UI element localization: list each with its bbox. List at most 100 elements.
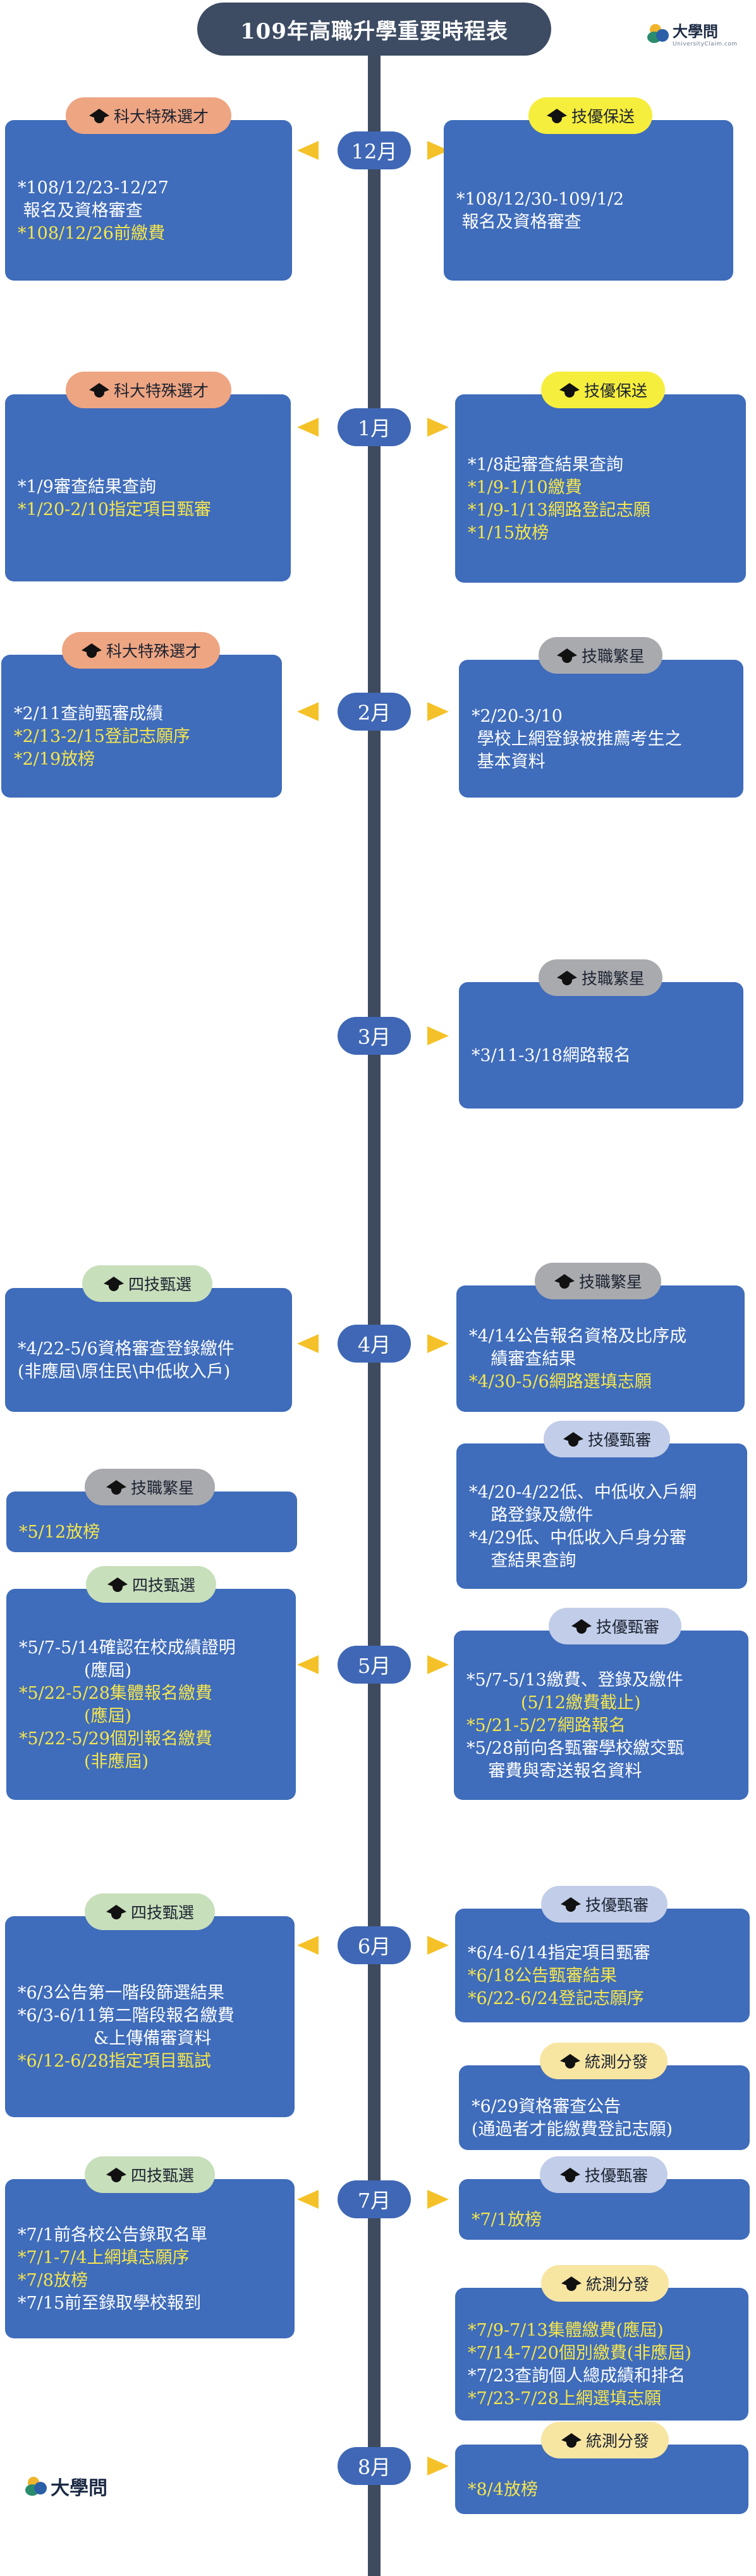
schedule-line: *1/8起審查結果查詢 [468, 455, 623, 475]
schedule-line: *2/19放榜 [14, 750, 95, 769]
graduation-cap-icon [81, 642, 102, 659]
schedule-line: *108/12/26前繳費 [18, 224, 165, 243]
program-tag-label: 技職繁星 [130, 1479, 194, 1497]
schedule-card: *4/20-4/22低、中低收入戶網 路登錄及繳件*4/29低、中低收入戶身分審… [456, 1443, 747, 1589]
card-lines: *2/20-3/10 學校上網登錄被推薦考生之 基本資料 [472, 705, 735, 774]
program-tag-label: 四技甄選 [128, 1275, 192, 1294]
program-tag-label: 科大特殊選才 [113, 107, 209, 126]
schedule-card: *4/22-5/6資格審查登錄繳件 (非應屆\原住民\中低收入戶) [5, 1288, 292, 1412]
graduation-cap-icon [554, 1273, 575, 1289]
card-lines: *2/11查詢甄審成績*2/13-2/15登記志願序*2/19放榜 [14, 703, 273, 771]
card-lines: *6/29資格審查公告 (通過者才能繳費登記志願) [472, 2096, 741, 2141]
schedule-line: *1/9審查結果查詢 [18, 477, 156, 497]
arrow-left-icon [297, 1655, 319, 1674]
graduation-cap-icon [106, 1479, 127, 1495]
schedule-line: 查結果查詢 [469, 1551, 576, 1571]
month-marker: 2月 [338, 693, 411, 731]
schedule-line: *1/9-1/10繳費 [468, 478, 582, 497]
arrow-left-icon [297, 418, 319, 437]
schedule-card: *1/8起審查結果查詢 *1/9-1/10繳費 *1/9-1/13網路登記志願 *1/… [455, 394, 746, 583]
schedule-line: (應屆) [19, 1706, 132, 1726]
schedule-line: *6/29資格審查公告 [472, 2097, 621, 2117]
graduation-cap-icon [106, 1904, 127, 1920]
schedule-card: *108/12/23-12/27 報名及資格審查*108/12/26前繳費 [5, 120, 292, 281]
arrow-right-icon [427, 702, 449, 721]
schedule-line: *5/7-5/14確認在校成績證明 [19, 1638, 236, 1658]
schedule-line: *4/29低、中低收入戶身分審 [469, 1528, 687, 1548]
program-tag: 統測分發 [540, 2043, 668, 2079]
schedule-card: *7/1前各校公告錄取名單*7/1-7/4上網填志願序*7/8放榜*7/15前至… [5, 2179, 295, 2338]
schedule-line: *4/30-5/6網路選填志願 [469, 1372, 652, 1392]
schedule-line: *8/4放榜 [468, 2480, 538, 2500]
schedule-card: *4/14公告報名資格及比序成 績審查結果*4/30-5/6網路選填志願 [456, 1285, 745, 1412]
program-tag-label: 四技甄選 [130, 2166, 194, 2185]
program-tag: 統測分發 [541, 2422, 669, 2458]
schedule-line: *7/14-7/20個別繳費(非應屆) [468, 2343, 692, 2363]
logo-subtitle: UniversityClaim.com [673, 41, 738, 47]
schedule-line: *7/15前至錄取學校報到 [18, 2293, 202, 2313]
program-tag-label: 四技甄選 [131, 1576, 195, 1595]
schedule-line: 報名及資格審查 [18, 201, 143, 221]
schedule-line: 績審查結果 [469, 1349, 576, 1369]
program-tag-label: 技優保送 [583, 382, 647, 400]
month-marker: 4月 [338, 1325, 411, 1363]
arrow-right-icon [427, 1936, 449, 1955]
schedule-line: (非應屆\原住民\中低收入戶) [18, 1362, 231, 1382]
card-lines: *7/1放榜 [472, 2209, 741, 2232]
program-tag-label: 科大特殊選才 [113, 382, 209, 400]
schedule-line: *108/12/30-109/1/2 [456, 190, 625, 209]
graduation-cap-icon [561, 2275, 582, 2292]
schedule-line: 審費與寄送報名資料 [466, 1761, 642, 1781]
arrow-left-icon [297, 141, 319, 160]
card-lines: *5/7-5/14確認在校成績證明 (應屆)*5/22-5/28集體報名繳費 (… [19, 1637, 287, 1773]
card-lines: *8/4放榜 [468, 2479, 740, 2501]
card-lines: *7/1前各校公告錄取名單*7/1-7/4上網填志願序*7/8放榜*7/15前至… [18, 2224, 286, 2315]
schedule-line: *4/22-5/6資格審查登錄繳件 [18, 1339, 235, 1359]
schedule-line: *6/22-6/24登記志願序 [468, 1989, 644, 2008]
schedule-card: *6/29資格審查公告 (通過者才能繳費登記志願) [459, 2065, 750, 2150]
program-tag-label: 技優甄審 [595, 1618, 659, 1636]
program-tag-label: 科大特殊選才 [106, 642, 201, 660]
month-marker: 3月 [338, 1017, 411, 1055]
graduation-cap-icon [559, 2053, 581, 2069]
program-tag-label: 四技甄選 [130, 1904, 194, 1922]
graduation-cap-icon [559, 382, 580, 398]
program-tag-label: 技優保送 [571, 107, 635, 126]
program-tag: 技優甄審 [541, 1886, 668, 1923]
schedule-line: 基本資料 [472, 752, 546, 772]
card-lines: *5/12放榜 [19, 1521, 288, 1544]
schedule-line: (5/12繳費截止) [466, 1693, 641, 1713]
program-tag: 技職繁星 [539, 637, 662, 674]
program-tag: 技優甄審 [540, 2156, 668, 2193]
schedule-card: *6/3公告第一階段篩選結果*6/3-6/11第二階段報名繳費 &上傳備審資料*… [5, 1916, 295, 2117]
schedule-line: 學校上網登錄被推薦考生之 [472, 729, 682, 749]
program-tag: 科大特殊選才 [66, 97, 231, 134]
schedule-line: *1/15放榜 [468, 523, 549, 543]
schedule-line: &上傳備審資料 [18, 2029, 212, 2048]
logo-top: 大學問 UniversityClaim.com [647, 19, 738, 47]
schedule-line: *5/12放榜 [19, 1522, 101, 1542]
page-title: 109年高職升學重要時程表 [197, 3, 551, 56]
schedule-card: *3/11-3/18網路報名 [459, 982, 743, 1109]
card-lines: *4/14公告報名資格及比序成 績審查結果*4/30-5/6網路選填志願 [469, 1325, 736, 1394]
program-tag-label: 技優甄審 [587, 1431, 651, 1449]
program-tag-label: 技優甄審 [585, 1896, 649, 1914]
month-marker: 12月 [338, 131, 411, 169]
program-tag-label: 技優甄審 [584, 2166, 648, 2185]
schedule-card: *5/7-5/13繳費、登錄及繳件 (5/12繳費截止)*5/21-5/27網路… [454, 1631, 748, 1800]
arrow-left-icon [297, 702, 319, 721]
schedule-line: *1/9-1/13網路登記志願 [468, 501, 650, 520]
card-lines: *4/22-5/6資格審查登錄繳件 (非應屆\原住民\中低收入戶) [18, 1338, 283, 1383]
schedule-card: *108/12/30-109/1/2 報名及資格審查 [444, 120, 733, 281]
schedule-card: *5/7-5/14確認在校成績證明 (應屆)*5/22-5/28集體報名繳費 (… [6, 1589, 296, 1800]
schedule-line: (非應屆) [19, 1752, 149, 1771]
schedule-line: *5/21-5/27網路報名 [466, 1716, 626, 1735]
graduation-cap-icon [556, 969, 578, 986]
schedule-line: *7/1-7/4上網填志願序 [18, 2248, 190, 2268]
program-tag: 技職繁星 [539, 959, 662, 996]
program-tag-label: 技職繁星 [581, 647, 645, 665]
schedule-line: (通過者才能繳費登記志願) [472, 2120, 673, 2139]
graduation-cap-icon [571, 1618, 592, 1634]
graduation-cap-icon [107, 1576, 128, 1593]
schedule-line: *6/3-6/11第二階段報名繳費 [18, 2006, 235, 2026]
